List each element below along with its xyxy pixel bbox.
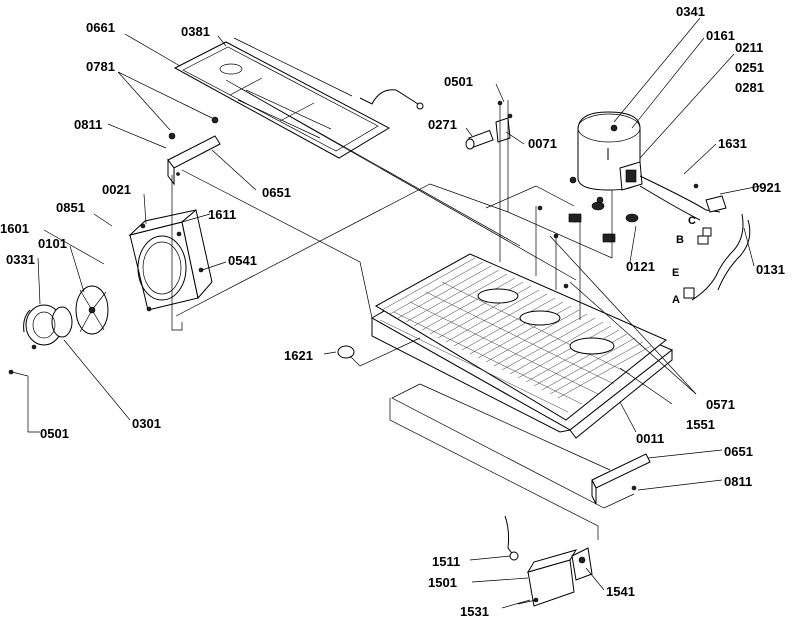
label-0781: 0781 [86, 59, 115, 74]
label-0811-right: 0811 [724, 474, 752, 489]
label-0251: 0251 [735, 60, 764, 75]
label-1501: 1501 [428, 575, 457, 590]
label-0571: 0571 [706, 397, 735, 412]
label-1531: 1531 [460, 604, 489, 619]
label-wire-e: E [672, 267, 679, 279]
leader-lines [11, 17, 761, 609]
label-0131: 0131 [756, 262, 785, 277]
wiring-harness [639, 175, 751, 301]
compressor [569, 111, 643, 204]
label-0331: 0331 [6, 252, 35, 267]
tube-clip [337, 345, 355, 359]
capacitor [465, 117, 511, 150]
label-0501-top: 0501 [444, 74, 473, 89]
label-0851: 0851 [56, 200, 85, 215]
label-0501-left: 0501 [40, 426, 69, 441]
label-0011: 0011 [636, 431, 664, 446]
label-0071: 0071 [528, 136, 557, 151]
label-0381: 0381 [181, 24, 210, 39]
label-0211: 0211 [735, 40, 763, 55]
label-0271: 0271 [428, 117, 457, 132]
label-0651-right: 0651 [724, 444, 753, 459]
label-1551: 1551 [686, 417, 715, 432]
label-0301: 0301 [132, 416, 161, 431]
label-wire-c: C [688, 215, 696, 227]
condenser-coil-grill [379, 257, 652, 413]
machine-compartment-base [370, 253, 673, 439]
label-0921: 0921 [752, 180, 781, 195]
label-1511: 1511 [432, 554, 460, 569]
mounting-bracket-right [591, 453, 651, 505]
label-0121: 0121 [626, 259, 655, 274]
drain-tray-part [173, 41, 424, 159]
label-wire-a: A [672, 294, 680, 306]
label-0541: 0541 [228, 253, 257, 268]
part-labels: 0661 0381 0781 0811 0651 0021 0851 1611 … [0, 4, 785, 619]
label-0161: 0161 [706, 28, 735, 43]
label-1631: 1631 [718, 136, 747, 151]
condenser-fan-shroud [128, 209, 213, 312]
label-0661: 0661 [86, 20, 115, 35]
label-0281: 0281 [735, 80, 764, 95]
rubber-grommets [568, 201, 639, 243]
label-0101: 0101 [38, 236, 67, 251]
mounting-bracket-left [167, 116, 221, 186]
base-fasteners [497, 100, 569, 289]
label-1621: 1621 [284, 348, 313, 363]
label-1611: 1611 [208, 207, 236, 222]
label-0651-top: 0651 [262, 185, 291, 200]
drain-assembly [504, 515, 593, 607]
label-1601: 1601 [0, 221, 29, 236]
label-0341: 0341 [676, 4, 705, 19]
assembly-guide-lines [171, 79, 635, 540]
fan-motor [8, 304, 73, 375]
label-0811-top: 0811 [74, 117, 102, 132]
fan-blade [75, 285, 109, 335]
label-wire-b: B [676, 234, 684, 246]
label-1541: 1541 [606, 584, 635, 599]
label-0021: 0021 [102, 182, 131, 197]
